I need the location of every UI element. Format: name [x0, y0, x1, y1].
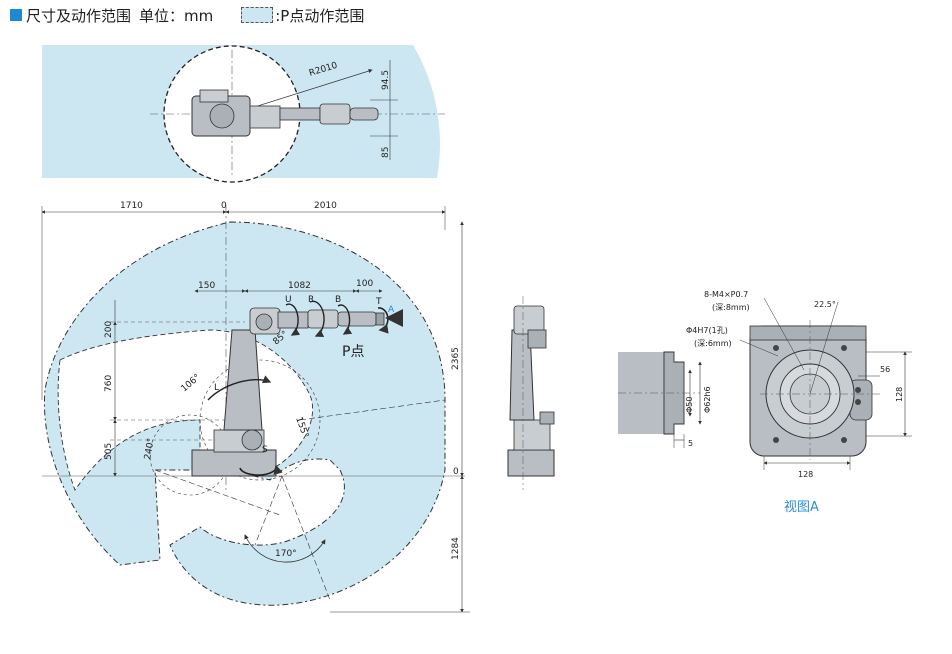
dim-56: 56	[880, 365, 890, 374]
axis-r-label: R	[308, 295, 314, 305]
top-dim-upper: 94.5	[381, 70, 391, 90]
r-axis-arrow-icon	[309, 300, 325, 337]
axis-l-label: L	[214, 383, 219, 393]
p-point-label: P点	[342, 344, 364, 360]
view-a-marker: A	[388, 305, 395, 315]
dim-height: 2365	[451, 347, 461, 370]
dim-left: 1710	[120, 201, 143, 211]
angle-240: 240°	[143, 437, 157, 460]
robot-top-silhouette	[191, 89, 379, 137]
flange-view: Φ50 Φ62h6 5 8-M4×P0.7 (深:8mm) Φ4H7(1孔) (…	[618, 290, 912, 479]
dim-505: 505	[104, 443, 114, 460]
dim-5: 5	[688, 439, 693, 448]
axis-t-label: T	[375, 297, 382, 307]
dim-arm-100: 100	[356, 279, 373, 289]
dim-phi50: Φ50	[685, 397, 694, 413]
dim-arm-150: 150	[198, 281, 215, 291]
pin-label: Φ4H7(1孔)	[686, 326, 728, 335]
dim-arm-1082: 1082	[288, 281, 311, 291]
top-view: R2010 94.5 85	[42, 45, 445, 183]
robot-side-silhouette	[191, 307, 385, 477]
dim-right: 2010	[314, 201, 337, 211]
legend-label: :P点动作范围	[275, 6, 365, 25]
thread-label: 8-M4×P0.7	[704, 290, 748, 299]
title-square-icon	[10, 9, 22, 21]
axis-s-label: S	[262, 445, 268, 455]
axis-b-label: B	[335, 295, 341, 305]
s-axis-arrow-icon	[239, 464, 283, 476]
page-title: 尺寸及动作范围	[26, 6, 132, 25]
u-axis-arrow-icon	[285, 303, 301, 336]
front-view	[507, 296, 555, 490]
pin-depth: (深:6mm)	[694, 339, 732, 348]
unit-label: 单位：mm	[139, 6, 214, 25]
legend-swatch-icon	[241, 7, 274, 23]
view-a-caption: 视图A	[784, 500, 819, 515]
angle-170: 170°	[275, 549, 297, 559]
dim-128-bottom: 128	[798, 470, 813, 479]
axis-u-label: U	[285, 295, 292, 305]
dim-760: 760	[104, 375, 114, 392]
side-view: 1710 0 2010 2365 0 1284 150 1082 100 200…	[41, 201, 470, 613]
l-axis-arrow-icon	[207, 375, 272, 401]
dim-origin-x: 0	[221, 201, 227, 211]
page-header: 尺寸及动作范围 单位：mm :P点动作范围	[10, 4, 364, 26]
dim-128-right: 128	[895, 387, 904, 402]
dim-200: 200	[104, 321, 114, 338]
thread-depth: (深:8mm)	[712, 303, 750, 312]
b-axis-arrow-icon	[337, 304, 353, 335]
dim-phi62: Φ62h6	[703, 386, 712, 413]
angle-22-5: 22.5°	[814, 300, 836, 309]
top-dim-lower: 85	[381, 147, 391, 158]
dim-origin-y: 0	[453, 467, 459, 477]
dim-bottom: 1284	[451, 537, 461, 560]
